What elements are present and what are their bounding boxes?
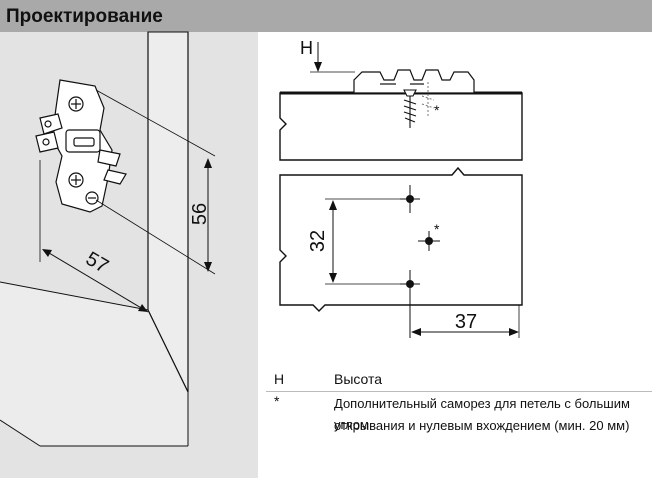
dimension-label-32: 32: [307, 230, 329, 252]
legend-row: H Высота: [266, 370, 652, 391]
panel-edge: [147, 309, 189, 393]
h-label: H: [300, 38, 313, 58]
header-bar: Проектирование: [0, 0, 652, 32]
arrow-icon: [204, 262, 212, 272]
mounting-plate-icon: [35, 79, 127, 213]
arrow-icon: [42, 249, 52, 257]
dimension-label-56: 56: [189, 203, 211, 225]
panel-section-top: [279, 92, 523, 161]
extension-line: [95, 89, 216, 157]
arrow-icon: [314, 62, 322, 72]
page-title: Проектирование: [6, 6, 163, 27]
arrow-icon: [329, 273, 337, 283]
dimension-line-57: [43, 249, 149, 313]
star-marker: *: [434, 221, 440, 237]
dimension-label-37: 37: [455, 311, 477, 333]
arrow-icon: [411, 328, 421, 336]
legend-row: * Дополнительный саморез для петель с бо…: [266, 392, 652, 436]
legend-value-line2: открывания и нулевым вхождением (мин. 20…: [334, 418, 630, 433]
legend-table: H Высота * Дополнительный саморез для пе…: [266, 370, 652, 440]
panel-edge: [0, 419, 41, 447]
arrow-icon: [138, 304, 148, 312]
star-marker: *: [434, 102, 440, 118]
legend-key: *: [274, 393, 280, 409]
legend-value: Высота: [334, 371, 383, 387]
cabinet-bottom-face: [0, 282, 188, 446]
arrow-icon: [204, 158, 212, 168]
extension-line: [95, 199, 216, 275]
screw-icon: [403, 89, 417, 128]
arrow-icon: [509, 328, 519, 336]
panel-front-view: [279, 166, 523, 312]
panel-edge: [0, 281, 149, 311]
legend-divider: [266, 391, 652, 392]
screw-icon: [421, 82, 435, 118]
arrow-icon: [329, 200, 337, 210]
legend-key: H: [274, 371, 285, 387]
panel-divider: [258, 32, 266, 478]
legend-value-line1: Дополнительный саморез для петель с боль…: [334, 396, 630, 432]
mounting-plate-profile-icon: [353, 69, 475, 94]
